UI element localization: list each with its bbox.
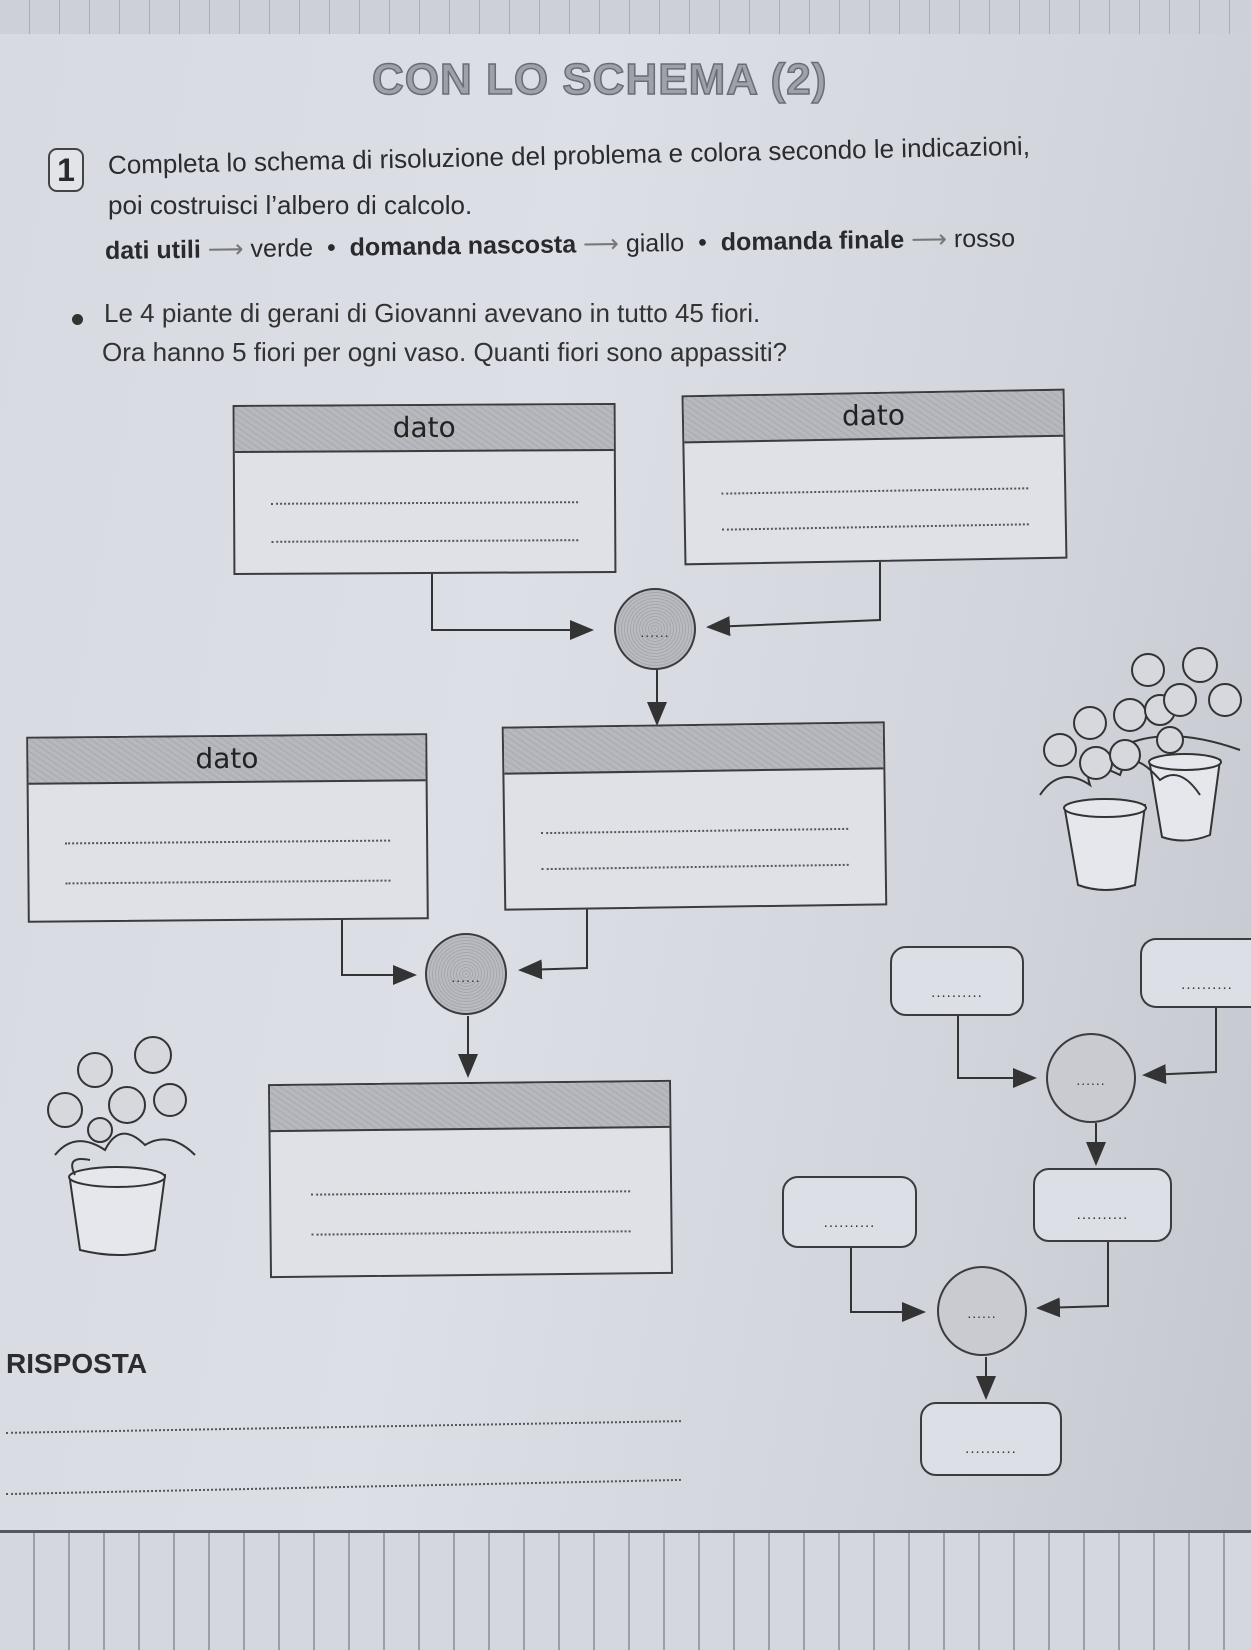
answer-label: RISPOSTA xyxy=(6,1348,148,1379)
geranium-pot-illustration xyxy=(47,1036,196,1256)
bullet-icon xyxy=(72,314,83,325)
tree-placeholder: .......... xyxy=(1076,1206,1129,1223)
tree-final-result-box[interactable]: .......... xyxy=(920,1402,1062,1476)
geranium-pots-illustration xyxy=(1039,647,1242,891)
answer-line[interactable] xyxy=(311,1190,631,1196)
answer-line[interactable] xyxy=(271,501,579,505)
tree-result-box[interactable]: .......... xyxy=(1033,1168,1172,1242)
operation-circle[interactable]: ...... xyxy=(425,933,507,1015)
answer-line[interactable] xyxy=(271,539,579,543)
tree-input-box[interactable]: .......... xyxy=(782,1176,917,1248)
problem-text-line-1: Le 4 piante di gerani di Giovanni avevan… xyxy=(104,298,761,328)
answer-line[interactable] xyxy=(721,487,1029,495)
tree-operation-circle[interactable]: ...... xyxy=(1046,1033,1136,1123)
exercise-number: 1 xyxy=(48,148,84,192)
box-header: dato xyxy=(234,405,614,453)
page-title: CON LO SCHEMA (2) xyxy=(371,54,828,105)
tree-placeholder: .......... xyxy=(823,1214,876,1231)
tree-placeholder: .......... xyxy=(1181,976,1233,993)
problem-text-line-2: Ora hanno 5 fiori per ogni vaso. Quanti … xyxy=(102,337,788,367)
box-header-empty xyxy=(503,723,884,775)
operation-circle[interactable]: ...... xyxy=(614,588,696,670)
schema-box-data-1: dato xyxy=(232,402,617,576)
box-header-empty xyxy=(270,1081,670,1133)
schema-box-final-question xyxy=(267,1079,674,1279)
schema-box-data-3: dato xyxy=(26,733,429,923)
answer-line[interactable] xyxy=(65,879,391,885)
notebook-grid-bottom xyxy=(0,1530,1251,1650)
tree-placeholder: .......... xyxy=(931,984,983,1001)
tree-input-box[interactable]: .......... xyxy=(890,946,1024,1016)
answer-line[interactable] xyxy=(65,839,391,845)
answer-line[interactable] xyxy=(541,863,849,871)
tree-operation-circle[interactable]: ...... xyxy=(937,1266,1027,1356)
schema-box-hidden-question xyxy=(501,721,888,911)
box-header: dato xyxy=(683,390,1064,444)
schema-box-data-2: dato xyxy=(681,388,1068,566)
box-header: dato xyxy=(28,735,426,785)
tree-input-box[interactable]: .......... xyxy=(1140,938,1251,1008)
answer-line[interactable] xyxy=(721,523,1029,531)
tree-placeholder: .......... xyxy=(965,1440,1017,1457)
answer-line[interactable] xyxy=(311,1230,631,1236)
notebook-grid-top xyxy=(0,0,1251,34)
answer-line[interactable] xyxy=(541,827,849,835)
instruction-line-2: poi costruisci l’albero di calcolo. xyxy=(108,190,473,220)
